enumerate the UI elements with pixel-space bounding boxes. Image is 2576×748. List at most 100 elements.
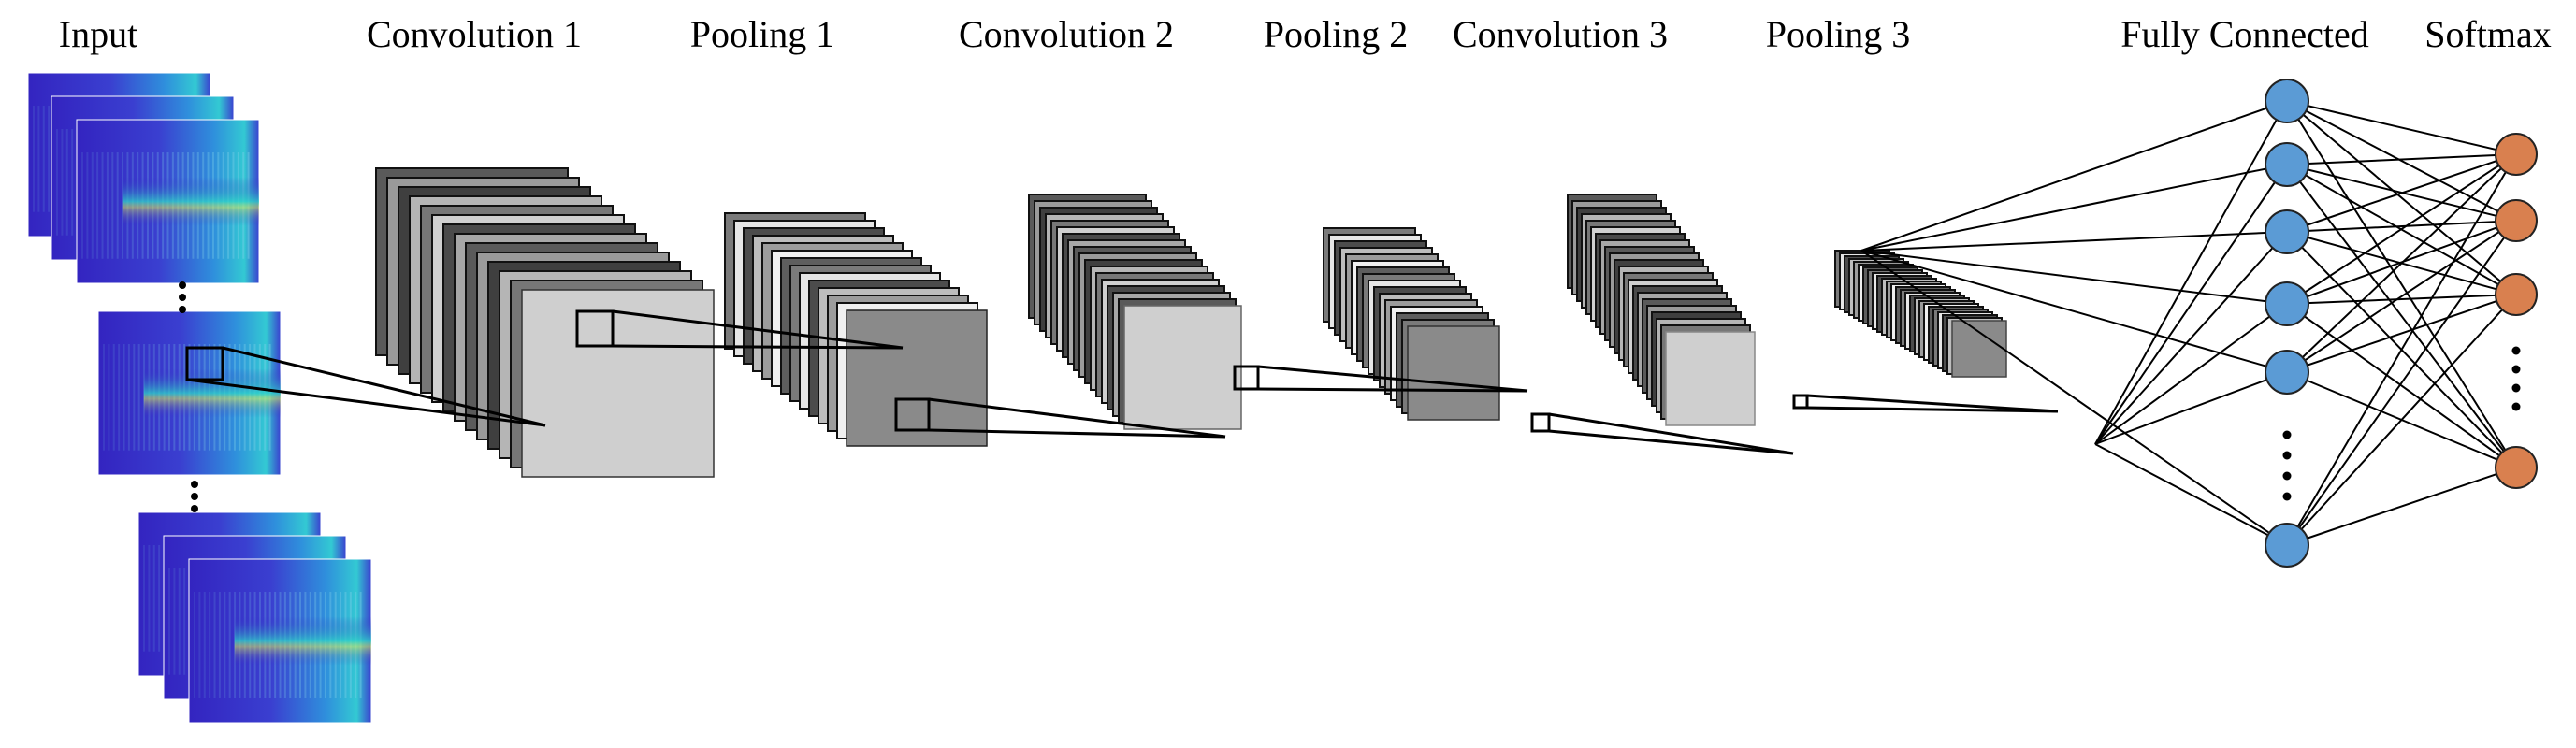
- fc-softmax-connection: [2286, 153, 2517, 546]
- receptive-field-projections: [186, 309, 2059, 455]
- fc-connections: [1860, 100, 2517, 546]
- pool3-fc-connection: [2094, 303, 2288, 445]
- pool3-fc-connection: [1860, 250, 2288, 546]
- conv3-pool3-line-2: [1806, 406, 2059, 413]
- pooling-3-label: Pooling 3: [1766, 13, 1910, 55]
- fc-softmax-connection: [2286, 153, 2517, 165]
- conv2-pool2-line-1: [1257, 365, 1528, 393]
- fc-softmax-connection: [2286, 153, 2517, 233]
- pool3-fc-connection: [2094, 443, 2288, 546]
- pool3-map-26: [1951, 320, 2007, 378]
- pool1-conv2-line-1: [928, 397, 1226, 439]
- fc-softmax-connection: [2286, 100, 2517, 155]
- softmax-ellipsis-dot: [2511, 383, 2521, 393]
- fc-softmax-connection: [2286, 294, 2517, 373]
- fc-softmax-connection: [2286, 100, 2517, 222]
- fc-layer-nodes: [2265, 79, 2309, 568]
- pooling-2-feature-maps: [1323, 227, 1500, 421]
- conv1-pool1-window: [575, 309, 615, 348]
- input-stack: [27, 72, 372, 724]
- fc-ellipsis-dot: [2282, 492, 2292, 501]
- softmax-label: Softmax: [2424, 13, 2552, 55]
- pool2-map-16: [1407, 325, 1500, 421]
- pool2-conv3-line-1: [1548, 412, 1794, 455]
- pool1-map-14: [846, 309, 988, 447]
- conv1-pool1-line-1: [612, 309, 904, 350]
- pool3-fc-connection: [2094, 371, 2288, 445]
- fc-node-4: [2265, 281, 2309, 326]
- fc-softmax-connection: [2286, 220, 2517, 233]
- fully-connected-label: Fully Connected: [2120, 13, 2369, 55]
- input-spectrogram-bottom-3: [188, 558, 372, 724]
- conv3-pool3-line-1: [1806, 394, 2059, 413]
- convolution-1-feature-maps: [375, 167, 715, 478]
- pool3-fc-connection: [2094, 231, 2288, 445]
- convolution-1-label: Convolution 1: [367, 13, 582, 55]
- convolution-2-feature-maps: [1028, 194, 1242, 430]
- pool1-conv2-window: [894, 397, 931, 432]
- softmax-node-1: [2495, 133, 2538, 176]
- fc-node-2: [2265, 142, 2309, 187]
- pool3-fc-connection: [1860, 164, 2288, 252]
- input-label: Input: [59, 13, 137, 55]
- pooling-1-label: Pooling 1: [690, 13, 834, 55]
- pool3-fc-connection: [1860, 250, 2288, 373]
- ellipsis-dot: [191, 481, 198, 488]
- fc-node-3: [2265, 209, 2309, 254]
- softmax-ellipsis-dot: [2511, 346, 2521, 355]
- pool3-fc-connection: [1860, 100, 2288, 252]
- fc-node-5: [2265, 350, 2309, 395]
- fc-softmax-connection: [2286, 220, 2517, 373]
- pool3-fc-connection: [2094, 164, 2288, 445]
- conv2-map-18: [1123, 305, 1242, 430]
- fc-node-1: [2265, 79, 2309, 123]
- conv1-map-14: [521, 289, 715, 478]
- fc-softmax-connection: [2286, 303, 2517, 468]
- ellipsis-dot: [191, 505, 198, 512]
- input-conv1-line-1: [222, 346, 546, 427]
- ellipsis-dot: [179, 306, 186, 313]
- conv3-map-22: [1665, 331, 1756, 426]
- conv3-pool3-window: [1792, 394, 1809, 410]
- fc-softmax-connection: [2286, 153, 2517, 305]
- ellipsis-dot: [191, 493, 198, 500]
- input-receptive-window: [185, 346, 224, 381]
- ellipsis-dot: [179, 294, 186, 301]
- fc-softmax-connection: [2286, 294, 2517, 305]
- pool1-conv2-line-2: [928, 428, 1226, 439]
- fc-softmax-connection: [2286, 220, 2517, 546]
- conv1-pool1-line-2: [612, 344, 904, 350]
- input-spectrogram-top-3: [76, 119, 260, 284]
- softmax-node-2: [2495, 199, 2538, 242]
- pooling-1-feature-maps: [724, 212, 988, 447]
- convolution-2-label: Convolution 2: [959, 13, 1174, 55]
- fc-softmax-connection: [2286, 100, 2517, 295]
- pool2-conv3-window: [1530, 412, 1551, 433]
- pool3-fc-connection: [2094, 100, 2288, 445]
- pool2-conv3-line-2: [1548, 429, 1794, 455]
- fc-softmax-connection: [2286, 164, 2517, 468]
- convolution-3-feature-maps: [1567, 194, 1756, 426]
- input-spectrogram-middle: [97, 310, 282, 476]
- convolution-3-label: Convolution 3: [1453, 13, 1668, 55]
- softmax-ellipsis-dot: [2511, 402, 2521, 411]
- fc-softmax-connection: [2286, 153, 2517, 373]
- fc-softmax-connection: [2286, 294, 2517, 546]
- fc-softmax-connection: [2286, 467, 2517, 546]
- fc-node-6: [2265, 523, 2309, 568]
- softmax-layer-nodes: [2495, 133, 2538, 489]
- ellipsis-dots: [179, 281, 2521, 512]
- fc-ellipsis-dot: [2282, 430, 2292, 439]
- pooling-3-feature-maps: [1834, 250, 2007, 378]
- input-conv1-line-2: [186, 378, 546, 427]
- pool3-fc-connection: [1860, 231, 2288, 252]
- pooling-2-label: Pooling 2: [1264, 13, 1408, 55]
- softmax-node-4: [2495, 446, 2538, 489]
- softmax-ellipsis-dot: [2511, 365, 2521, 374]
- pool3-fc-connection: [1860, 250, 2288, 305]
- softmax-node-3: [2495, 273, 2538, 316]
- conv2-pool2-line-2: [1257, 387, 1528, 393]
- fc-ellipsis-dot: [2282, 471, 2292, 481]
- conv2-pool2-window: [1233, 365, 1260, 391]
